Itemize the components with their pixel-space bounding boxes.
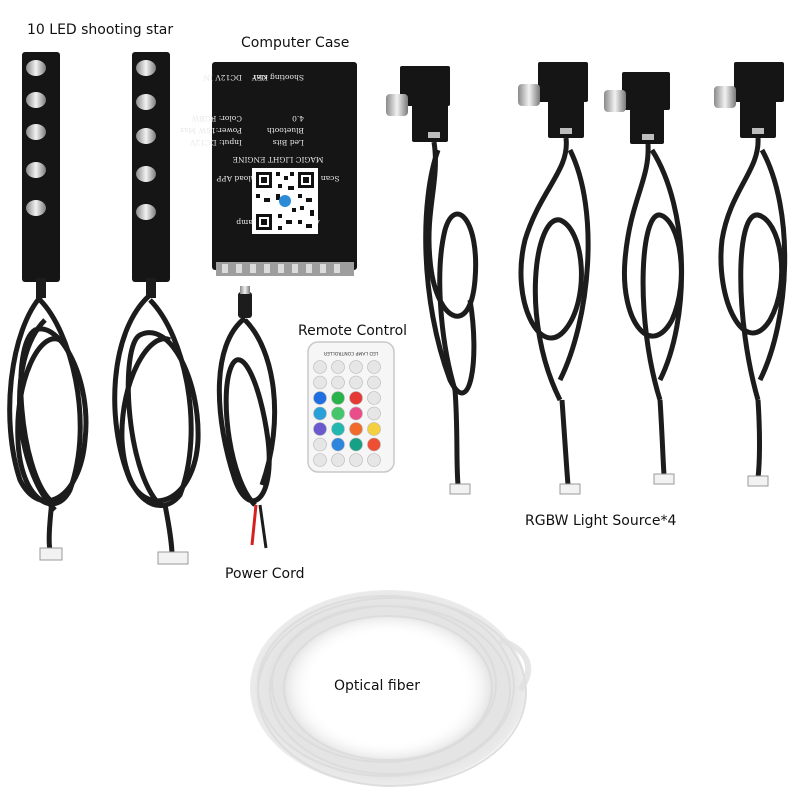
remote-button bbox=[367, 391, 381, 405]
remote-button bbox=[331, 391, 345, 405]
remote-control-device: LED LAMP CONTROLLER bbox=[307, 341, 395, 473]
shooting-star-bar-left bbox=[22, 52, 60, 298]
case-text-dc-in: DC12V IN bbox=[203, 73, 242, 82]
remote-button bbox=[331, 437, 345, 452]
label-rgbw-light-source: RGBW Light Source*4 bbox=[525, 513, 677, 529]
label-computer-case: Computer Case bbox=[241, 35, 350, 51]
led-head bbox=[26, 92, 46, 108]
case-text-input: Input: DC12V bbox=[189, 138, 242, 147]
remote-button bbox=[367, 375, 381, 390]
rgbw-light-source-2 bbox=[518, 62, 591, 495]
case-text-engine: MAGIC LIGHT ENGINE bbox=[232, 155, 323, 164]
case-text-bluetooth: Bluetooth bbox=[267, 126, 304, 135]
remote-button bbox=[367, 437, 381, 452]
label-shooting-star: 10 LED shooting star bbox=[27, 22, 174, 38]
led-head bbox=[26, 60, 46, 76]
shooting-star-bar-right bbox=[132, 52, 170, 298]
case-text-led-bits: Led Bits bbox=[272, 138, 304, 147]
rgbw-light-source-3 bbox=[604, 72, 684, 485]
led-head bbox=[26, 162, 46, 178]
connector-plug bbox=[39, 547, 63, 561]
rgbw-light-source-1 bbox=[386, 66, 479, 495]
led-head bbox=[26, 124, 46, 140]
led-head bbox=[136, 60, 156, 76]
remote-button bbox=[367, 422, 381, 436]
remote-button bbox=[313, 453, 327, 467]
remote-button bbox=[349, 453, 363, 467]
case-text-shooting-star: Shooting star bbox=[252, 73, 304, 82]
led-head bbox=[136, 94, 156, 110]
remote-button bbox=[331, 375, 345, 390]
remote-button bbox=[367, 406, 381, 421]
remote-button bbox=[331, 453, 345, 467]
qr-code bbox=[252, 168, 318, 234]
cable-coil-right bbox=[112, 293, 201, 556]
remote-button bbox=[313, 391, 327, 405]
remote-button bbox=[313, 360, 327, 374]
remote-button bbox=[349, 406, 363, 421]
remote-button bbox=[313, 375, 327, 390]
label-power-cord: Power Cord bbox=[225, 566, 305, 582]
remote-button bbox=[331, 360, 345, 374]
connector-plug bbox=[157, 551, 189, 565]
led-head bbox=[136, 204, 156, 220]
remote-button bbox=[367, 360, 381, 374]
controller-box: Scan QR Code to Download APP MAGIC LIGHT… bbox=[179, 62, 357, 276]
remote-button bbox=[331, 422, 345, 436]
case-text-bluetooth-version: 4.0 bbox=[292, 114, 304, 123]
case-text-color: Color: RGBW bbox=[191, 114, 242, 123]
remote-button bbox=[313, 406, 327, 421]
label-remote-control: Remote Control bbox=[298, 323, 408, 339]
case-text-key: KEY bbox=[251, 73, 268, 82]
remote-button bbox=[349, 375, 363, 390]
remote-button bbox=[349, 360, 363, 374]
rgbw-light-source-4 bbox=[714, 62, 788, 487]
remote-button bbox=[349, 391, 363, 405]
remote-button bbox=[313, 437, 327, 452]
remote-button bbox=[349, 437, 363, 452]
remote-button-grid bbox=[313, 360, 381, 467]
led-head bbox=[136, 128, 156, 144]
remote-header-text: LED LAMP CONTROLLER bbox=[324, 350, 378, 356]
led-head bbox=[136, 166, 156, 182]
remote-button bbox=[331, 406, 345, 421]
power-cord bbox=[216, 286, 278, 549]
cable-coil-left bbox=[7, 293, 89, 551]
optical-fiber-coil bbox=[250, 590, 532, 787]
led-head bbox=[26, 200, 46, 216]
case-text-power: Power:16W Max bbox=[179, 126, 242, 135]
remote-button bbox=[349, 422, 363, 436]
remote-button bbox=[367, 453, 381, 467]
label-optical-fiber: Optical fiber bbox=[334, 678, 420, 694]
remote-button bbox=[313, 422, 327, 436]
